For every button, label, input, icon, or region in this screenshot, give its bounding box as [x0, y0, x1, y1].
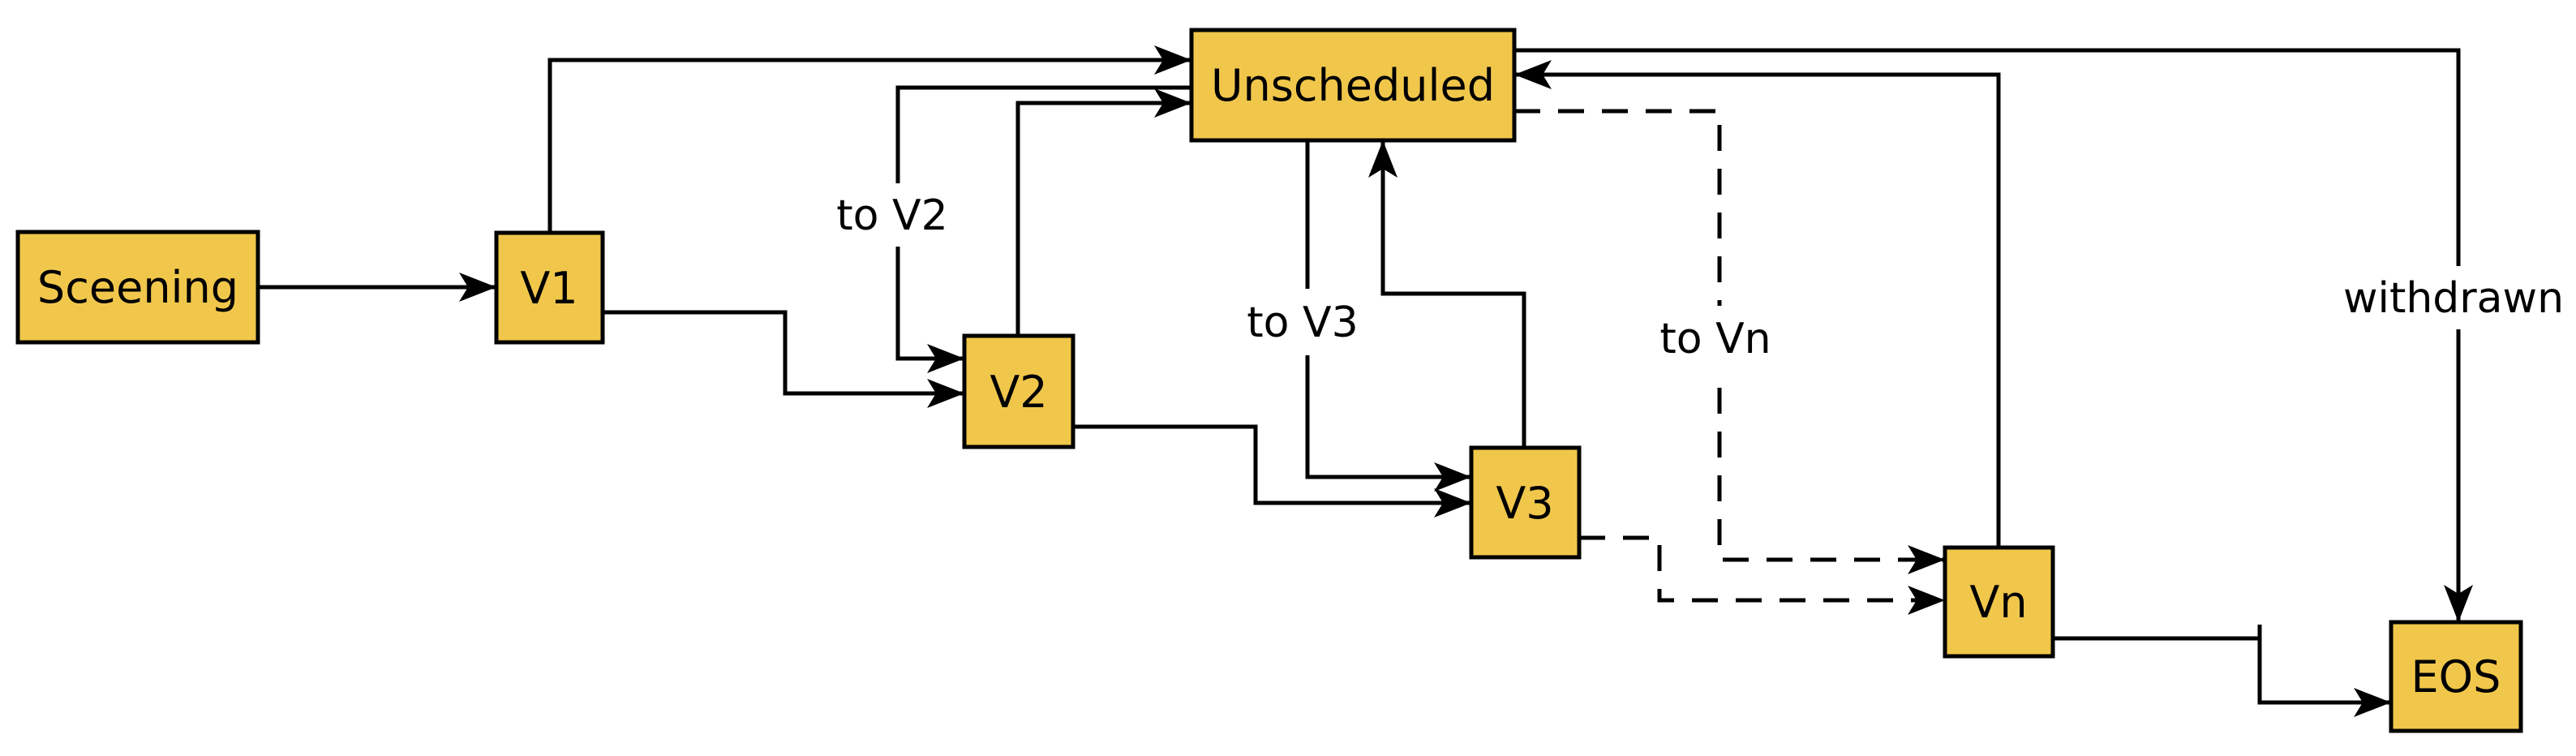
edge-v2-to-v3 [1073, 424, 1471, 518]
edge-label-bg-to-v3 [1234, 289, 1372, 355]
node-v3-label: V3 [1496, 478, 1553, 529]
edge-unscheduled-to-vn [1514, 109, 1945, 574]
node-vn: Vn [1943, 545, 2055, 659]
edge-unscheduled-to-eos [1514, 48, 2473, 622]
nodes: Sceening V1 V2 V3 Vn Unscheduled EOS [15, 28, 2523, 733]
node-vn-box [1943, 545, 2055, 659]
node-v1: V1 [494, 230, 605, 345]
edge-v1-to-unscheduled [547, 45, 1191, 233]
edge-label-to-v2: to V2 [836, 191, 947, 240]
node-vn-label: Vn [1969, 577, 2027, 628]
node-v1-label: V1 [520, 263, 577, 314]
node-eos-box [2389, 620, 2523, 733]
node-screening-label: Sceening [37, 262, 238, 313]
edge-labels: to V2 to V3 to Vn withdrawn [824, 183, 2576, 371]
node-v2-label: V2 [990, 367, 1047, 418]
edge-v1-to-v2 [603, 310, 964, 408]
edge-label-bg-to-vn [1647, 306, 1784, 371]
edge-v3-to-unscheduled [1368, 140, 1526, 448]
edge-label-bg-withdrawn [2326, 266, 2576, 329]
node-screening-box [15, 230, 260, 345]
edge-label-withdrawn: withdrawn [2343, 274, 2564, 323]
node-v2-box [962, 333, 1075, 449]
node-unscheduled-box [1189, 28, 1517, 143]
node-eos-label: EOS [2411, 651, 2501, 702]
node-v1-box [494, 230, 605, 345]
node-eos: EOS [2389, 620, 2523, 733]
node-unscheduled: Unscheduled [1189, 28, 1517, 143]
node-unscheduled-label: Unscheduled [1211, 60, 1495, 111]
edge-vn-to-eos [2053, 636, 2391, 717]
edge-label-to-v3: to V3 [1247, 299, 1358, 347]
edge-v2-to-unscheduled [1015, 88, 1191, 336]
node-screening: Sceening [15, 230, 260, 345]
edge-label-bg-to-v2 [824, 183, 960, 247]
node-v2: V2 [962, 333, 1075, 449]
edge-v3-to-vn [1579, 535, 1945, 615]
edges [258, 45, 2473, 717]
node-v3: V3 [1469, 445, 1582, 560]
edge-vn-to-unscheduled [1514, 60, 2001, 548]
edge-label-to-vn: to Vn [1659, 315, 1771, 363]
node-v3-box [1469, 445, 1582, 560]
edge-unscheduled-to-v3 [1305, 140, 1471, 492]
